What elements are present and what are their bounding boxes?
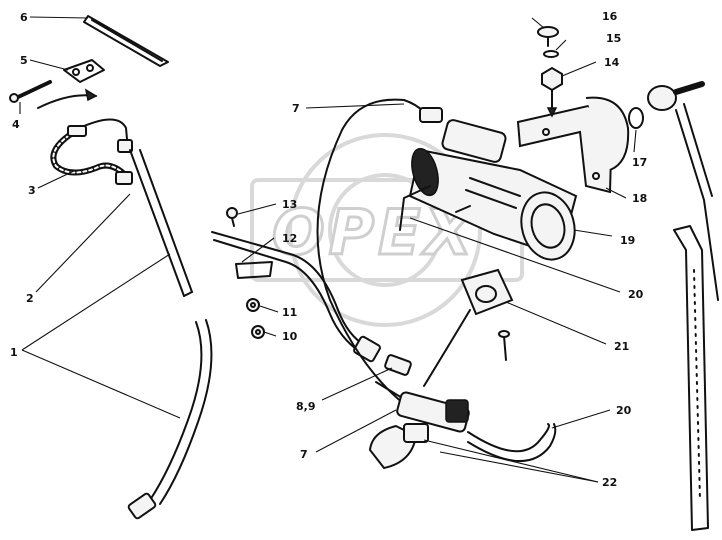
callout-19: 19 (620, 234, 635, 247)
part-7-cable-loop (316, 98, 405, 405)
part-3-hose-assembly (50, 118, 133, 185)
part-19-cylinder (408, 107, 578, 261)
part-10-nut (251, 325, 265, 339)
part-12-bracket-rod (211, 231, 381, 363)
part-2-tube (129, 149, 193, 297)
callout-6: 6 (20, 11, 28, 24)
part-6-strip (83, 15, 169, 67)
callout-7-lower: 7 (300, 448, 308, 461)
callout-14: 14 (604, 56, 620, 69)
lever-rod-right (647, 81, 719, 531)
part-5-clip (63, 59, 105, 83)
hose-to-valve (423, 309, 471, 387)
part-11-nut (246, 298, 260, 312)
callout-16: 16 (602, 10, 618, 23)
part-13-screw (226, 207, 238, 227)
part-1-tube-lower (127, 319, 213, 520)
part-22-valve (368, 391, 470, 470)
callout-2: 2 (26, 292, 34, 305)
callout-4: 4 (12, 118, 20, 131)
callout-numbers: 6 5 4 3 2 1 7 16 15 14 17 18 19 20 21 20… (10, 10, 647, 489)
part-17-washer (628, 107, 644, 129)
part-20-pipe-lower (467, 423, 557, 462)
part-4-bolt (9, 80, 52, 103)
callout-20-upper: 20 (628, 288, 644, 301)
callout-13: 13 (282, 198, 297, 211)
callout-18: 18 (632, 192, 647, 205)
callout-8-9: 8,9 (296, 400, 316, 413)
callout-3: 3 (28, 184, 36, 197)
callout-11: 11 (282, 306, 297, 319)
part-16-screw (537, 26, 559, 47)
callout-20-lower: 20 (616, 404, 632, 417)
callout-21: 21 (614, 340, 629, 353)
callout-22: 22 (602, 476, 617, 489)
callout-10: 10 (282, 330, 298, 343)
callout-1: 1 (10, 346, 18, 359)
callout-15: 15 (606, 32, 621, 45)
leader-lines (19, 16, 637, 483)
callout-12: 12 (282, 232, 297, 245)
part-21-mount (460, 268, 514, 361)
part-8-9-fitting (384, 354, 412, 376)
part-15-washer (543, 50, 559, 58)
callout-17: 17 (632, 156, 647, 169)
arrow-head (84, 88, 98, 102)
part-20-fitting (455, 205, 471, 213)
callout-5: 5 (20, 54, 28, 67)
callout-7-upper: 7 (292, 102, 300, 115)
part-14-nut (541, 66, 563, 118)
part-20-pipe-upper (399, 185, 431, 231)
part-18-bracket (516, 96, 630, 194)
